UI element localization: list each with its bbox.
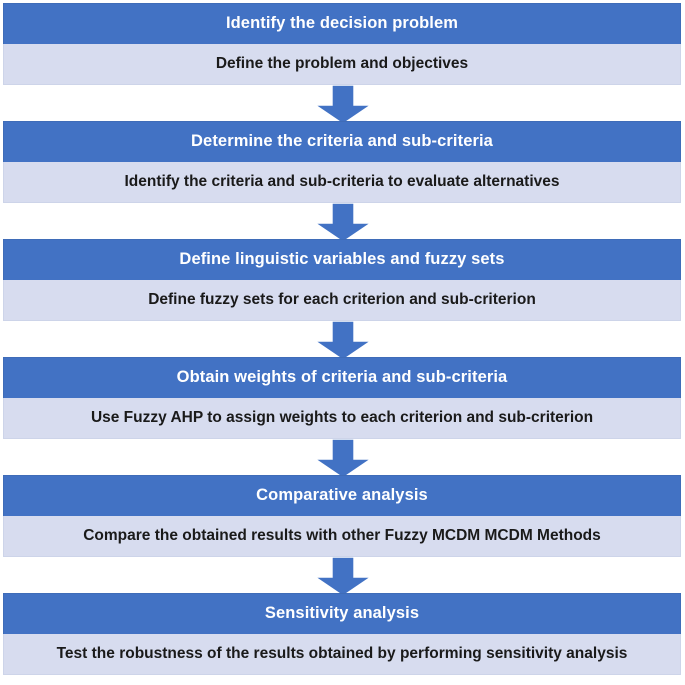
connector-arrow-4 <box>313 439 372 479</box>
stage-5-body: Compare the obtained results with other … <box>3 516 681 557</box>
down-arrow-icon <box>313 557 372 597</box>
stage-3-body: Define fuzzy sets for each criterion and… <box>3 280 681 321</box>
stage-1-header: Identify the decision problem <box>3 3 681 44</box>
down-arrow-icon <box>313 203 372 243</box>
stage-5-header: Comparative analysis <box>3 475 681 516</box>
stage-6-header: Sensitivity analysis <box>3 593 681 634</box>
stage-6-body: Test the robustness of the results obtai… <box>3 634 681 675</box>
down-arrow-icon <box>313 85 372 125</box>
stage-2-body: Identify the criteria and sub-criteria t… <box>3 162 681 203</box>
flow-stage-3: Define linguistic variables and fuzzy se… <box>3 239 681 321</box>
connector-arrow-5 <box>313 557 372 597</box>
connector-arrow-1 <box>313 85 372 125</box>
connector-arrow-3 <box>313 321 372 361</box>
down-arrow-icon <box>313 321 372 361</box>
flow-stage-1: Identify the decision problem Define the… <box>3 3 681 85</box>
connector-arrow-2 <box>313 203 372 243</box>
flow-stage-6: Sensitivity analysis Test the robustness… <box>3 593 681 675</box>
flow-stage-2: Determine the criteria and sub-criteria … <box>3 121 681 203</box>
flow-stage-5: Comparative analysis Compare the obtaine… <box>3 475 681 557</box>
stage-2-header: Determine the criteria and sub-criteria <box>3 121 681 162</box>
flow-stage-4: Obtain weights of criteria and sub-crite… <box>3 357 681 439</box>
down-arrow-icon <box>313 439 372 479</box>
stage-3-header: Define linguistic variables and fuzzy se… <box>3 239 681 280</box>
stage-1-body: Define the problem and objectives <box>3 44 681 85</box>
stage-4-body: Use Fuzzy AHP to assign weights to each … <box>3 398 681 439</box>
stage-4-header: Obtain weights of criteria and sub-crite… <box>3 357 681 398</box>
